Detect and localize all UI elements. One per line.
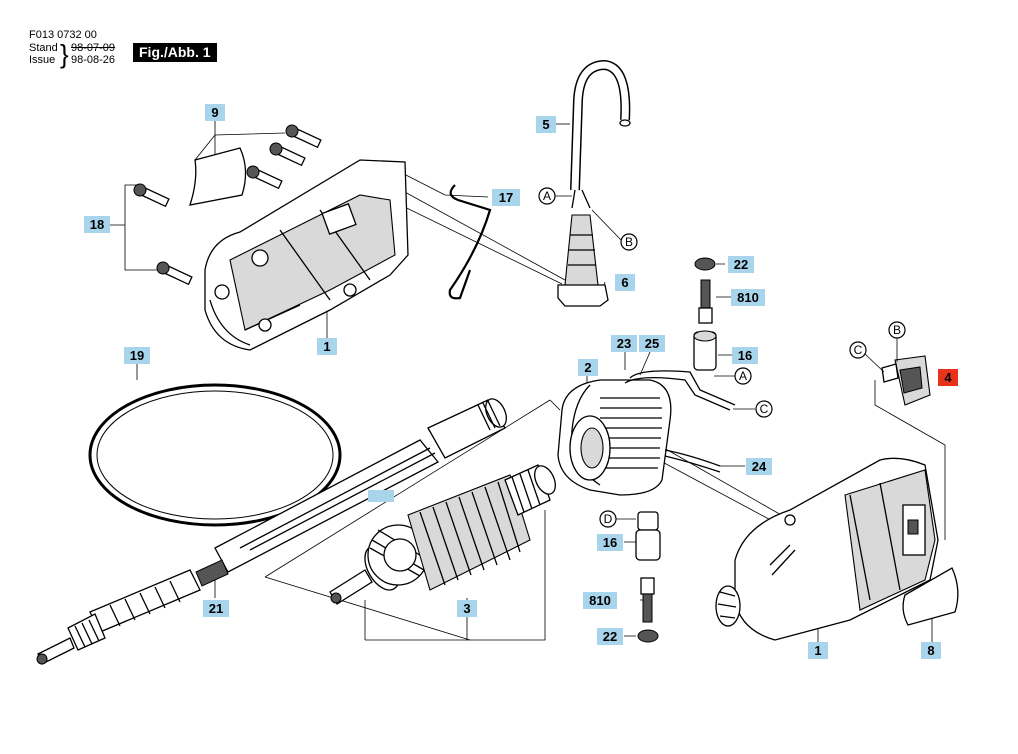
connectors: A B A C C B D [538,187,906,528]
part-label-4: 4 [938,369,958,386]
svg-text:1: 1 [323,339,330,354]
svg-text:3: 3 [463,601,470,616]
connector-b-switch: B [888,321,906,339]
part-label-24: 24 [746,458,772,475]
svg-text:25: 25 [645,336,659,351]
part-label-25: 25 [639,335,665,352]
part-label-16-top: 16 [732,347,758,364]
part-label-18: 18 [84,216,110,233]
armature [329,464,556,605]
stator [557,370,736,496]
svg-text:18: 18 [90,217,104,232]
part-label-17: 17 [492,189,520,206]
label-plate [189,147,247,206]
svg-text:23: 23 [617,336,631,351]
part-label-3: 3 [457,600,477,617]
svg-text:16: 16 [738,348,752,363]
svg-text:810: 810 [589,593,611,608]
svg-text:24: 24 [752,459,767,474]
doc-number: F013 0732 00 [29,29,97,41]
spring-clip [448,184,492,300]
part-labels: 9 18 17 5 6 22 810 16 1 2 23 25 24 19 21… [84,104,958,659]
part-label-22-bottom: 22 [597,628,623,645]
part-label-2: 2 [578,359,598,376]
stand-label: Stand [29,42,58,54]
part-label-16-bottom: 16 [597,534,623,551]
connector-c-stator: C [755,400,773,418]
issue-label: Issue [29,54,56,66]
connector-b-cable: B [620,233,638,251]
part-label-6: 6 [615,274,635,291]
svg-text:8: 8 [927,643,934,658]
svg-text:B: B [625,235,633,249]
label-plate-8 [902,567,959,626]
part-label-1-bottom: 1 [808,642,828,659]
svg-text:B: B [893,323,901,337]
figure-label: Fig./Abb. 1 [133,43,217,62]
screws [133,124,322,286]
power-cable [570,59,631,209]
svg-text:5: 5 [542,117,549,132]
svg-text:C: C [854,343,863,357]
part-label-810-top: 810 [731,289,765,306]
part-label-22-top: 22 [728,256,754,273]
brush-assembly-top [693,257,717,371]
svg-text:4: 4 [944,370,952,385]
housing-half [204,159,409,351]
svg-text:22: 22 [603,629,617,644]
part-label-19: 19 [124,347,150,364]
part-label-1-top: 1 [317,338,337,355]
brush-assembly-bottom [635,511,661,643]
part-label-21: 21 [203,600,229,617]
flexible-shaft [36,383,507,665]
part-label-9: 9 [205,104,225,121]
switch [881,355,931,406]
issue-date: 98-08-26 [71,54,116,66]
connector-a-brush: A [734,367,752,385]
part-label-810-bottom: 810 [583,592,617,609]
svg-text:A: A [739,369,747,383]
stand-date: 98-07-09 [71,42,116,54]
part-label-23: 23 [611,335,637,352]
connector-c-switch: C [849,341,867,359]
brace-icon: } [60,39,69,69]
connector-a-cable: A [538,187,556,205]
svg-text:19: 19 [130,348,144,363]
leader-lines [110,120,946,643]
part-label-8: 8 [921,642,941,659]
svg-text:9: 9 [211,105,218,120]
svg-text:D: D [604,512,613,526]
svg-text:16: 16 [603,535,617,550]
cable-sleeve [557,214,609,307]
part-label-5: 5 [536,116,556,133]
connector-d-brush: D [599,510,617,528]
svg-text:810: 810 [737,290,759,305]
motor-housing [715,457,939,641]
svg-text:6: 6 [621,275,628,290]
svg-text:C: C [760,402,769,416]
svg-text:17: 17 [499,190,513,205]
svg-text:A: A [543,189,551,203]
blank-label-box [368,490,394,502]
svg-text:22: 22 [734,257,748,272]
svg-text:1: 1 [814,643,821,658]
svg-text:21: 21 [209,601,223,616]
svg-text:2: 2 [584,360,591,375]
